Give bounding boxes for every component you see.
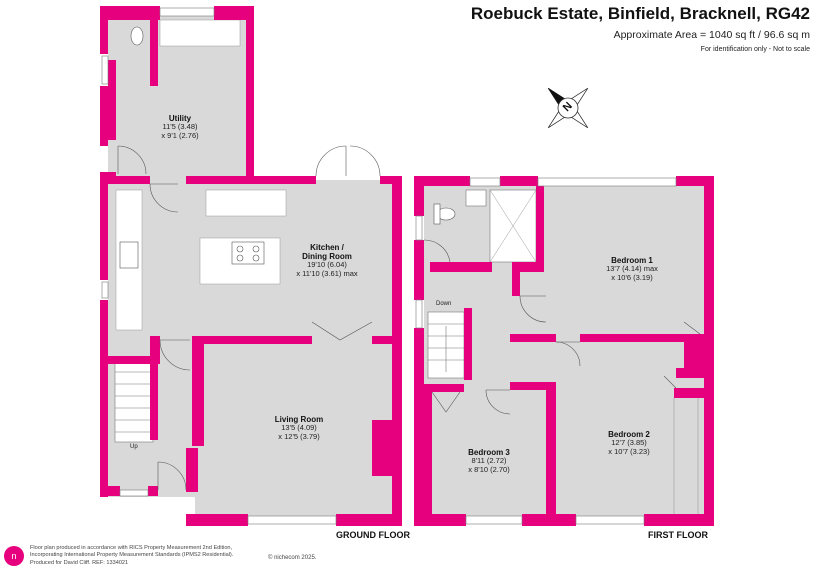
nichecom-badge: n <box>4 546 24 566</box>
room-utility: Utility 11'5 (3.48) x 9'1 (2.76) <box>142 114 218 140</box>
room-dimension: x 12'5 (3.79) <box>278 431 320 441</box>
nichecom-logo: © nichecom 2025. <box>268 555 317 561</box>
room-name: Bedroom 2 <box>608 430 650 439</box>
property-title: Roebuck Estate, Binfield, Bracknell, RG4… <box>470 4 810 23</box>
ground-floor-walls <box>100 6 402 526</box>
room-dimension: x 10'6 (3.19) <box>611 272 653 282</box>
room-dimension: 19'10 (6.04) <box>307 260 347 270</box>
room-dimension: x 9'1 (2.76) <box>161 130 199 140</box>
ground-floor-label: GROUND FLOOR <box>336 530 410 540</box>
room-kitchen-dining: Kitchen / Dining Room 19'10 (6.04) x 11'… <box>272 243 382 279</box>
first-floor-windows <box>415 177 677 525</box>
room-name: Bedroom 1 <box>611 256 653 265</box>
footer-line: Floor plan produced in accordance with R… <box>30 545 233 551</box>
first-floor-doors <box>423 239 701 514</box>
room-bedroom-2: Bedroom 2 12'7 (3.85) x 10'7 (3.23) <box>586 430 672 456</box>
kitchen-worktop <box>205 189 287 217</box>
kitchen-sink <box>119 241 139 269</box>
room-dimension: x 8'10 (2.70) <box>468 464 510 474</box>
ground-floor-windows <box>101 7 337 525</box>
room-dimension: 13'5 (4.09) <box>281 423 317 433</box>
first-floor-plan <box>414 176 714 526</box>
room-dimension: 13'7 (4.14) max <box>606 264 658 274</box>
stairs-up-label: Up <box>130 444 138 450</box>
room-name: Bedroom 3 <box>468 448 510 457</box>
room-bedroom-3: Bedroom 3 8'11 (2.72) x 8'10 (2.70) <box>446 448 532 474</box>
first-floor-walls <box>414 176 714 526</box>
room-name: Utility <box>168 114 192 123</box>
room-dimension: 12'7 (3.85) <box>611 438 647 448</box>
ground-wc <box>130 26 144 46</box>
room-bedroom-1: Bedroom 1 13'7 (4.14) max x 10'6 (3.19) <box>584 256 680 282</box>
first-floor-area <box>424 186 704 517</box>
ground-floor-plan <box>100 6 402 526</box>
room-dimension: x 10'7 (3.23) <box>608 446 650 456</box>
bath-basin <box>465 189 487 207</box>
identification-note: For identification only - Not to scale <box>700 46 810 53</box>
ground-floor-doors <box>117 145 381 491</box>
compass <box>547 87 589 129</box>
room-dimension: x 11'10 (3.61) max <box>296 269 358 278</box>
stairs-down-label: Down <box>436 301 452 307</box>
first-floor-label: FIRST FLOOR <box>648 530 708 540</box>
stairs-up-ground <box>114 359 154 443</box>
footer-line: Incorporating International Property Mea… <box>30 552 234 559</box>
room-name: Kitchen / <box>310 243 344 252</box>
room-name: Dining Room <box>302 252 352 262</box>
room-name: Living Room <box>274 415 324 424</box>
utility-skylight <box>159 19 241 47</box>
room-dimension: 11'5 (3.48) <box>162 122 198 132</box>
stairs-down-first <box>427 311 465 379</box>
room-living: Living Room 13'5 (4.09) x 12'5 (3.79) <box>256 415 342 441</box>
approximate-area: Approximate Area = 1040 sq ft / 96.6 sq … <box>613 29 810 41</box>
footer-line: Produced for David Cliff. REF: 1334021 <box>30 559 129 566</box>
room-dimension: 8'11 (2.72) <box>471 456 507 466</box>
footer-disclaimer: Floor plan produced in accordance with R… <box>30 545 233 567</box>
hob <box>231 241 265 265</box>
